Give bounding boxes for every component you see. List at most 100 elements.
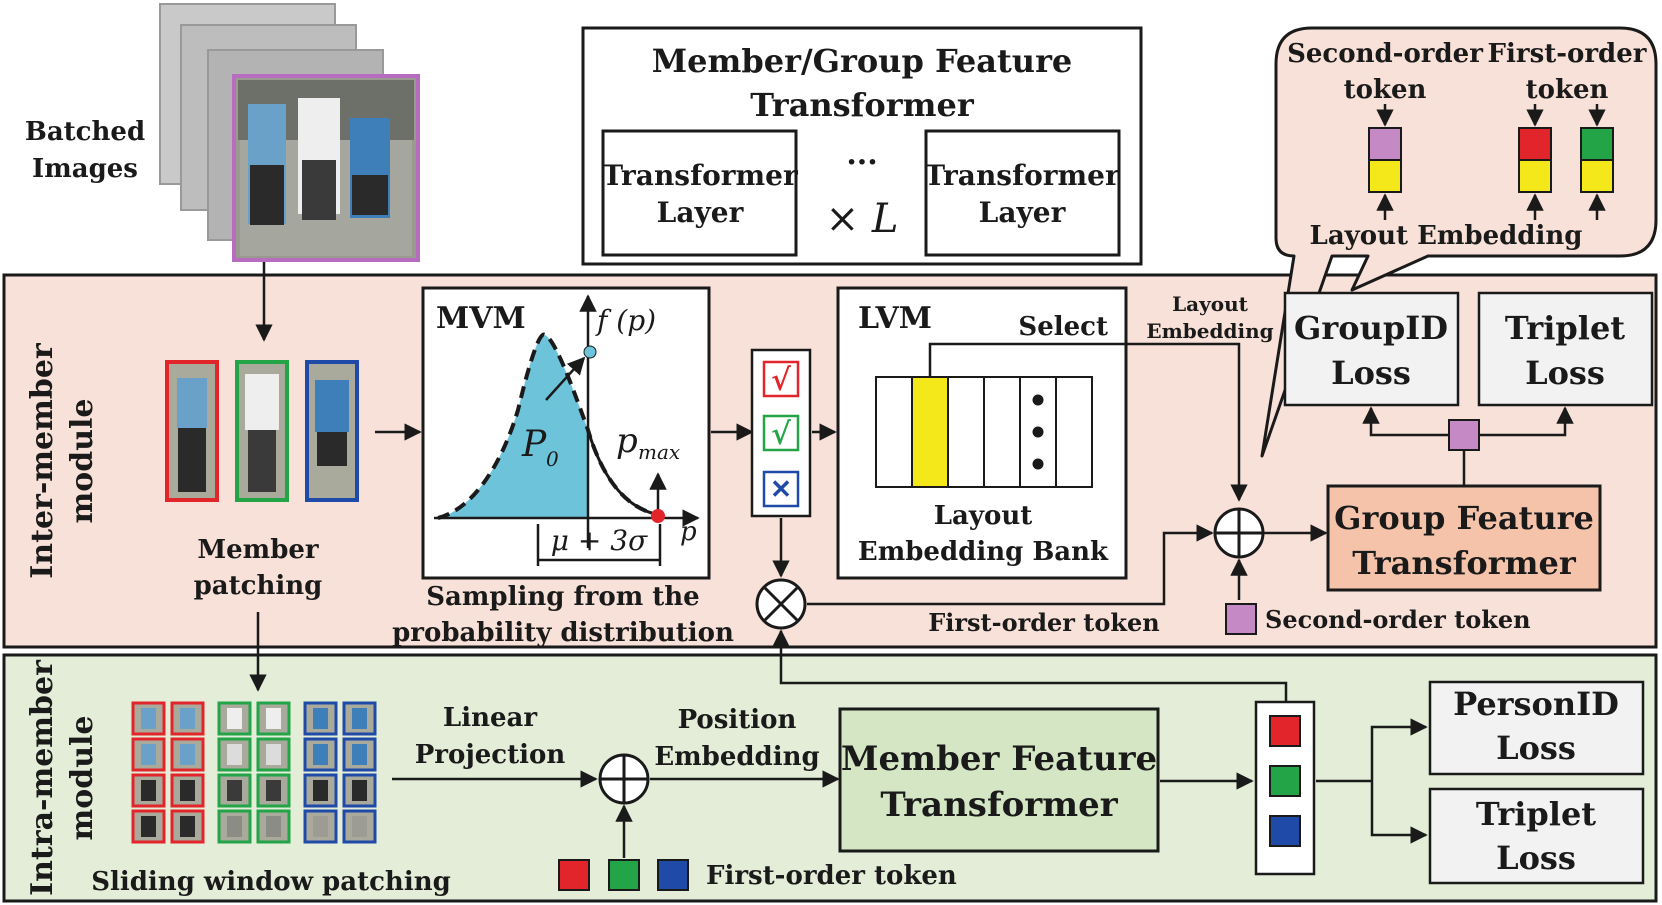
svg-text:Triplet: Triplet xyxy=(1476,795,1596,833)
svg-text:Sampling from the: Sampling from the xyxy=(426,582,699,612)
svg-text:Layout: Layout xyxy=(1172,292,1249,316)
svg-text:Transformer: Transformer xyxy=(880,785,1118,825)
member-triplet-loss-box xyxy=(1428,787,1645,885)
callout-layout-embedding: Layout Embedding xyxy=(1310,221,1583,251)
batched-images-stack xyxy=(159,3,420,262)
patch-tile-content xyxy=(180,816,195,837)
transformer-legend-title: Member/Group Feature xyxy=(652,42,1073,80)
svg-text:GroupID: GroupID xyxy=(1294,309,1448,347)
patch-tile-content xyxy=(313,744,328,765)
svg-text:Layer: Layer xyxy=(657,196,745,229)
member-crop-blue xyxy=(305,360,359,502)
transformer-layer-left xyxy=(601,129,798,257)
svg-text:P: P xyxy=(521,424,547,465)
svg-text:patching: patching xyxy=(194,571,323,601)
svg-text:PersonID: PersonID xyxy=(1453,685,1619,723)
lvm-title: LVM xyxy=(858,301,932,336)
svg-text:Member: Member xyxy=(197,535,319,565)
second-order-token-swatch xyxy=(1225,603,1257,635)
svg-text:token: token xyxy=(1344,75,1427,105)
token-callout-bubble xyxy=(1260,26,1658,458)
svg-text:Loss: Loss xyxy=(1496,729,1576,767)
svg-text:Member Feature: Member Feature xyxy=(841,739,1157,779)
patch-tile-content xyxy=(313,816,328,837)
patch-tile-content xyxy=(227,744,242,765)
patch-tile-content xyxy=(227,708,242,729)
transformer-legend-title-2: Transformer xyxy=(750,86,975,124)
svg-text:μ + 3σ: μ + 3σ xyxy=(551,524,648,557)
group-triplet-loss-box xyxy=(1477,291,1654,407)
svg-text:Transformer: Transformer xyxy=(1352,544,1577,582)
second-order-token-stack xyxy=(1368,127,1402,193)
mask-drop-blue xyxy=(762,470,800,508)
svg-text:p: p xyxy=(616,421,638,461)
member-output-token-blue xyxy=(1269,815,1301,847)
patch-tile-content xyxy=(227,780,242,801)
svg-text:Triplet: Triplet xyxy=(1505,309,1625,347)
svg-text:Loss: Loss xyxy=(1496,839,1576,877)
batched-images-label: Batched xyxy=(25,117,145,147)
patch-tile-content xyxy=(141,708,156,729)
svg-text:First-order: First-order xyxy=(1488,39,1647,69)
patch-tile-content xyxy=(352,780,367,801)
patch-tile-content xyxy=(141,744,156,765)
svg-text:Transformer: Transformer xyxy=(602,159,799,192)
patch-tile-content xyxy=(141,816,156,837)
svg-text:✕: ✕ xyxy=(770,475,792,505)
first-order-token-red xyxy=(558,859,590,891)
layout-embedding-bank xyxy=(875,376,1093,488)
svg-text:module: module xyxy=(65,398,100,523)
mvm-sample-point xyxy=(583,345,597,359)
sliding-window-label: Sliding window patching xyxy=(91,867,451,897)
svg-text:Layer: Layer xyxy=(979,196,1067,229)
patch-tile-content xyxy=(180,744,195,765)
groupid-loss-box xyxy=(1283,291,1460,407)
svg-text:Intra-member: Intra-member xyxy=(25,659,60,896)
lvm-select: Select xyxy=(1018,312,1108,342)
patch-tile-content xyxy=(313,708,328,729)
patch-tile-content xyxy=(266,744,281,765)
first-order-token-green xyxy=(608,859,640,891)
member-output-token-red xyxy=(1269,715,1301,747)
patch-tile-content xyxy=(266,708,281,729)
svg-text:Embedding: Embedding xyxy=(1146,319,1273,343)
svg-text:Transformer: Transformer xyxy=(924,159,1121,192)
layer-repeat-label: × L xyxy=(826,196,899,242)
sliding-window-patches xyxy=(131,701,377,844)
batched-images-label-2: Images xyxy=(32,154,138,184)
member-crop-green xyxy=(235,360,289,502)
svg-text:Embedding: Embedding xyxy=(654,742,819,772)
svg-text:Second-order: Second-order xyxy=(1287,39,1483,69)
svg-text:Loss: Loss xyxy=(1331,354,1411,392)
transformer-layer-right xyxy=(924,129,1121,257)
patch-tile-content xyxy=(266,816,281,837)
group-feature-transformer xyxy=(1326,484,1602,592)
mvm-title: MVM xyxy=(436,301,526,336)
patch-tile-content xyxy=(180,708,195,729)
patch-tile-content xyxy=(352,708,367,729)
svg-text:Position: Position xyxy=(678,705,797,735)
svg-text:Linear: Linear xyxy=(443,703,537,733)
svg-text:Loss: Loss xyxy=(1525,354,1605,392)
patch-tile-content xyxy=(227,816,242,837)
svg-text:probability distribution: probability distribution xyxy=(392,618,734,648)
svg-text:√: √ xyxy=(771,363,791,398)
patch-tile-content xyxy=(352,816,367,837)
svg-text:p: p xyxy=(680,517,697,547)
first-order-token-stack-red xyxy=(1518,127,1552,193)
member-output-token-green xyxy=(1269,765,1301,797)
intra-first-order-token-label: First-order token xyxy=(706,861,957,891)
first-order-token-blue xyxy=(657,859,689,891)
svg-text:Embedding Bank: Embedding Bank xyxy=(858,537,1109,567)
first-order-token-label: First-order token xyxy=(928,608,1160,637)
patch-tile-content xyxy=(180,780,195,801)
intra-member-module-label: Intra-member module xyxy=(25,659,100,896)
layer-ellipsis: ··· xyxy=(846,145,877,180)
svg-text:Inter-member: Inter-member xyxy=(25,342,60,579)
svg-text:token: token xyxy=(1526,75,1609,105)
patch-tile-content xyxy=(352,744,367,765)
first-order-token-stack-green xyxy=(1580,127,1614,193)
member-crop-red xyxy=(165,360,219,502)
second-order-token-label: Second-order token xyxy=(1265,605,1531,634)
member-feature-transformer xyxy=(838,707,1160,853)
